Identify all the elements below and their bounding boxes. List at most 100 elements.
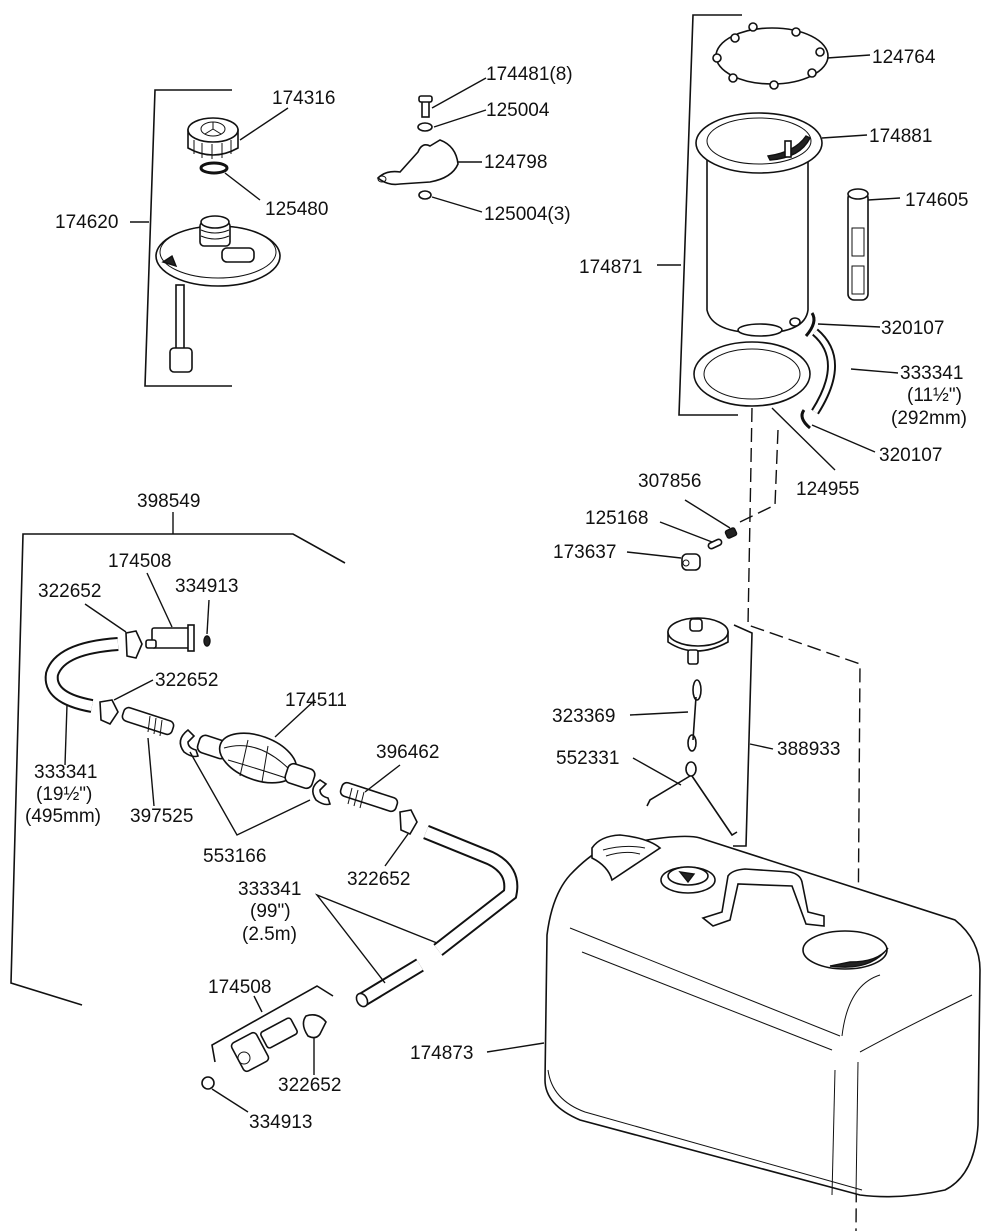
- leader-174873: [486, 1042, 545, 1053]
- strainer-174605: [847, 188, 869, 301]
- part-label-174508-top: 174508: [108, 551, 171, 572]
- leader-125168: [659, 521, 713, 543]
- pickup-tube-assembly: 124764 174881 174605 174871 320107 33334…: [579, 14, 968, 500]
- part-label-322652-middle: 322652: [155, 670, 218, 691]
- part-label-388933: 388933: [777, 739, 840, 760]
- leader-125480: [224, 172, 261, 201]
- part-label-124955: 124955: [796, 479, 859, 500]
- connector-174508-top: [145, 624, 195, 652]
- part-label-396462: 396462: [376, 742, 439, 763]
- connector-174508-bottom: [230, 1017, 298, 1073]
- gasket-124764: [712, 22, 829, 90]
- fitting-396462: [339, 781, 399, 813]
- part-label-333341-medium: 333341: [34, 762, 97, 783]
- o-ring-125480: [199, 161, 229, 175]
- leader-174605: [867, 197, 901, 201]
- leader-124764: [826, 54, 871, 59]
- leader-333341-medium: [64, 704, 68, 766]
- tank-pickup-opening: [802, 930, 889, 970]
- filler-gauge-assembly: 174316 125480 174620: [55, 88, 335, 387]
- check-valve-397525: [121, 706, 175, 737]
- part-length-in-333341-short: (11½"): [907, 385, 962, 406]
- assembly-bracket-174508-bottom: [211, 985, 334, 1063]
- part-label-322652-lower: 322652: [347, 869, 410, 890]
- part-label-174481: 174481(8): [486, 64, 573, 85]
- part-length-in-333341-long: (99"): [250, 901, 291, 922]
- part-label-174871: 174871: [579, 257, 642, 278]
- leader-173637: [626, 551, 682, 559]
- part-label-125480: 125480: [265, 199, 328, 220]
- leader-396462: [364, 764, 401, 793]
- leader-124955: [771, 407, 836, 471]
- part-label-334913-top: 334913: [175, 576, 238, 597]
- part-label-322652-upper: 322652: [38, 581, 101, 602]
- leader-320107-bottom: [811, 424, 876, 453]
- leader-323369: [629, 711, 689, 716]
- leader-334913-bottom: [211, 1088, 249, 1113]
- leader-397525: [147, 737, 155, 807]
- leader-174316: [239, 107, 289, 141]
- leader-174881: [821, 134, 868, 139]
- tank-handle: [701, 868, 825, 927]
- leader-388933: [749, 743, 774, 750]
- part-label-174316: 174316: [272, 88, 335, 109]
- clamp-322652-bottom: [302, 1014, 327, 1039]
- leader-334913-top: [206, 599, 210, 635]
- part-length-m-333341-long: (2.5m): [242, 924, 297, 945]
- leader-174511: [274, 699, 316, 738]
- leader-333341-short: [850, 368, 899, 374]
- clip-320107-top: [804, 312, 816, 337]
- leader-307856: [684, 499, 731, 529]
- part-label-333341-short: 333341: [900, 363, 963, 384]
- part-label-125004-3: 125004(3): [484, 204, 571, 225]
- fuel-gauge-plate: [155, 215, 281, 373]
- assembly-bracket-398549: [10, 533, 346, 1006]
- leader-174508-top: [146, 572, 173, 628]
- fuel-tank-174873: 174873: [410, 834, 981, 1198]
- pin-125168: [707, 538, 723, 550]
- part-label-174605: 174605: [905, 190, 968, 211]
- part-label-125004: 125004: [486, 100, 550, 121]
- assembly-line-fittings: [739, 429, 779, 523]
- leader-553166: [189, 751, 311, 836]
- part-label-173637: 173637: [553, 542, 616, 563]
- part-label-320107-bottom: 320107: [879, 445, 942, 466]
- fuel-connector-assembly: 174508 322652 334913: [201, 977, 341, 1133]
- clip-553166-left: [179, 728, 200, 758]
- filter-canister-174881: [695, 112, 823, 337]
- spring-307856: [724, 527, 738, 539]
- part-length-mm-333341-medium: (495mm): [25, 806, 101, 827]
- vent-cap-assembly: 323369 552331 388933: [552, 617, 840, 847]
- clamp-322652-upper: [125, 630, 143, 659]
- fuel-gauge-cap: [187, 117, 239, 159]
- part-label-333341-long: 333341: [238, 879, 301, 900]
- part-length-mm-333341-short: (292mm): [891, 408, 967, 429]
- leader-174508-bottom: [253, 995, 263, 1013]
- gasket-124955: [693, 341, 811, 407]
- fitting-173637: [681, 553, 701, 571]
- tank-pour-spout: [591, 834, 662, 882]
- clip-320107-bottom: [800, 409, 811, 430]
- part-label-334913-bottom: 334913: [249, 1112, 312, 1133]
- assembly-bracket-174620: [144, 89, 232, 387]
- clamp-322652-lower: [399, 809, 418, 836]
- washer-125004: [417, 122, 433, 132]
- leader-174481: [431, 77, 487, 109]
- leader-333341-long: [314, 893, 438, 984]
- bracket-124798: [376, 139, 459, 186]
- part-label-174508-bottom: 174508: [208, 977, 271, 998]
- primer-bulb-174511: [196, 732, 316, 790]
- clip-553166-right: [312, 779, 332, 806]
- o-ring-334913-top: [203, 635, 211, 647]
- leader-125004-3: [431, 196, 483, 213]
- leader-320107-top: [817, 323, 881, 328]
- part-label-174620: 174620: [55, 212, 118, 233]
- o-ring-334913-bottom: [201, 1076, 215, 1090]
- primer-hose-assembly: 398549: [10, 491, 519, 1008]
- part-label-124764: 124764: [872, 47, 936, 68]
- tank-body: [544, 835, 981, 1198]
- part-label-174511: 174511: [285, 690, 347, 711]
- part-label-322652-bottom: 322652: [278, 1075, 341, 1096]
- part-label-320107-top: 320107: [881, 318, 944, 339]
- assembly-bracket-174871: [678, 14, 742, 416]
